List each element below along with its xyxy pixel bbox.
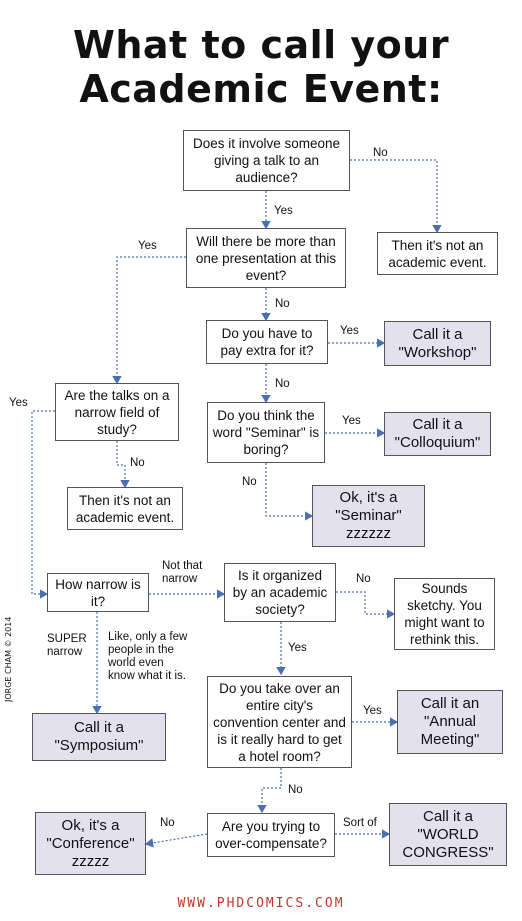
node-involve-talk: Does it involve someone giving a talk to… xyxy=(183,130,350,191)
node-world-congress: Call it a "WORLD CONGRESS" xyxy=(389,803,507,866)
label-pay-no: No xyxy=(275,378,290,390)
node-symposium: Call it a "Symposium" xyxy=(32,713,166,761)
edge-talk-no xyxy=(350,159,442,234)
node-seminar-boring: Do you think the word "Seminar" is borin… xyxy=(207,402,325,463)
node-organized: Is it organized by an academic society? xyxy=(224,563,336,622)
node-not-academic-1: Then it's not an academic event. xyxy=(377,232,498,275)
label-not-that-narrow: Not that narrow xyxy=(162,560,203,585)
node-sketchy: Sounds sketchy. You might want to rethin… xyxy=(394,578,495,650)
label-org-no: No xyxy=(356,573,371,585)
author-credit: JORGE CHAM © 2014 xyxy=(4,616,13,702)
label-takeover-no: No xyxy=(288,784,303,796)
node-not-academic-2: Then it's not an academic event. xyxy=(67,487,183,530)
label-over-no: No xyxy=(160,817,175,829)
footer-url: WWW.PHDCOMICS.COM xyxy=(177,896,345,911)
edge-over-no xyxy=(144,833,208,848)
node-annual-meeting: Call it an "Annual Meeting" xyxy=(397,690,503,754)
label-narrow-no: No xyxy=(130,457,145,469)
node-workshop: Call it a "Workshop" xyxy=(384,321,491,366)
label-talk-yes: Yes xyxy=(274,205,293,217)
node-seminar: Ok, it's a "Seminar" zzzzzz xyxy=(312,485,425,547)
edge-boring-no xyxy=(265,463,314,521)
node-take-over: Do you take over an entire city's conven… xyxy=(207,676,352,768)
edge-takeover-no xyxy=(257,768,282,814)
node-colloquium: Call it a "Colloquium" xyxy=(384,412,491,456)
label-boring-yes: Yes xyxy=(342,415,361,427)
label-takeover-yes: Yes xyxy=(363,705,382,717)
label-narrow-yes: Yes xyxy=(9,397,28,409)
edge-org-no xyxy=(336,591,396,619)
title-line-2: Academic Event: xyxy=(79,67,443,111)
edge-more-yes xyxy=(112,256,186,385)
node-conference: Ok, it's a "Conference" zzzzz xyxy=(35,812,146,875)
node-narrow-field: Are the talks on a narrow field of study… xyxy=(55,383,179,441)
edge-narrow-yes xyxy=(31,410,55,599)
node-overcompensate: Are you trying to over-compensate? xyxy=(207,813,335,857)
label-talk-no: No xyxy=(373,147,388,159)
label-org-yes: Yes xyxy=(288,642,307,654)
label-pay-yes: Yes xyxy=(340,325,359,337)
label-boring-no: No xyxy=(242,476,257,488)
label-super-narrow: SUPER narrow xyxy=(47,633,87,658)
label-few-people: Like, only a few people in the world eve… xyxy=(108,631,188,682)
node-pay-extra: Do you have to pay extra for it? xyxy=(206,320,328,364)
label-sort-of: Sort of xyxy=(343,817,377,829)
label-more-no: No xyxy=(275,298,290,310)
edge-narrow-no xyxy=(116,441,130,489)
label-more-yes: Yes xyxy=(138,240,157,252)
node-more-than-one: Will there be more than one presentation… xyxy=(186,228,346,288)
title-line-1: What to call your xyxy=(72,23,450,67)
node-how-narrow: How narrow is it? xyxy=(47,573,149,612)
